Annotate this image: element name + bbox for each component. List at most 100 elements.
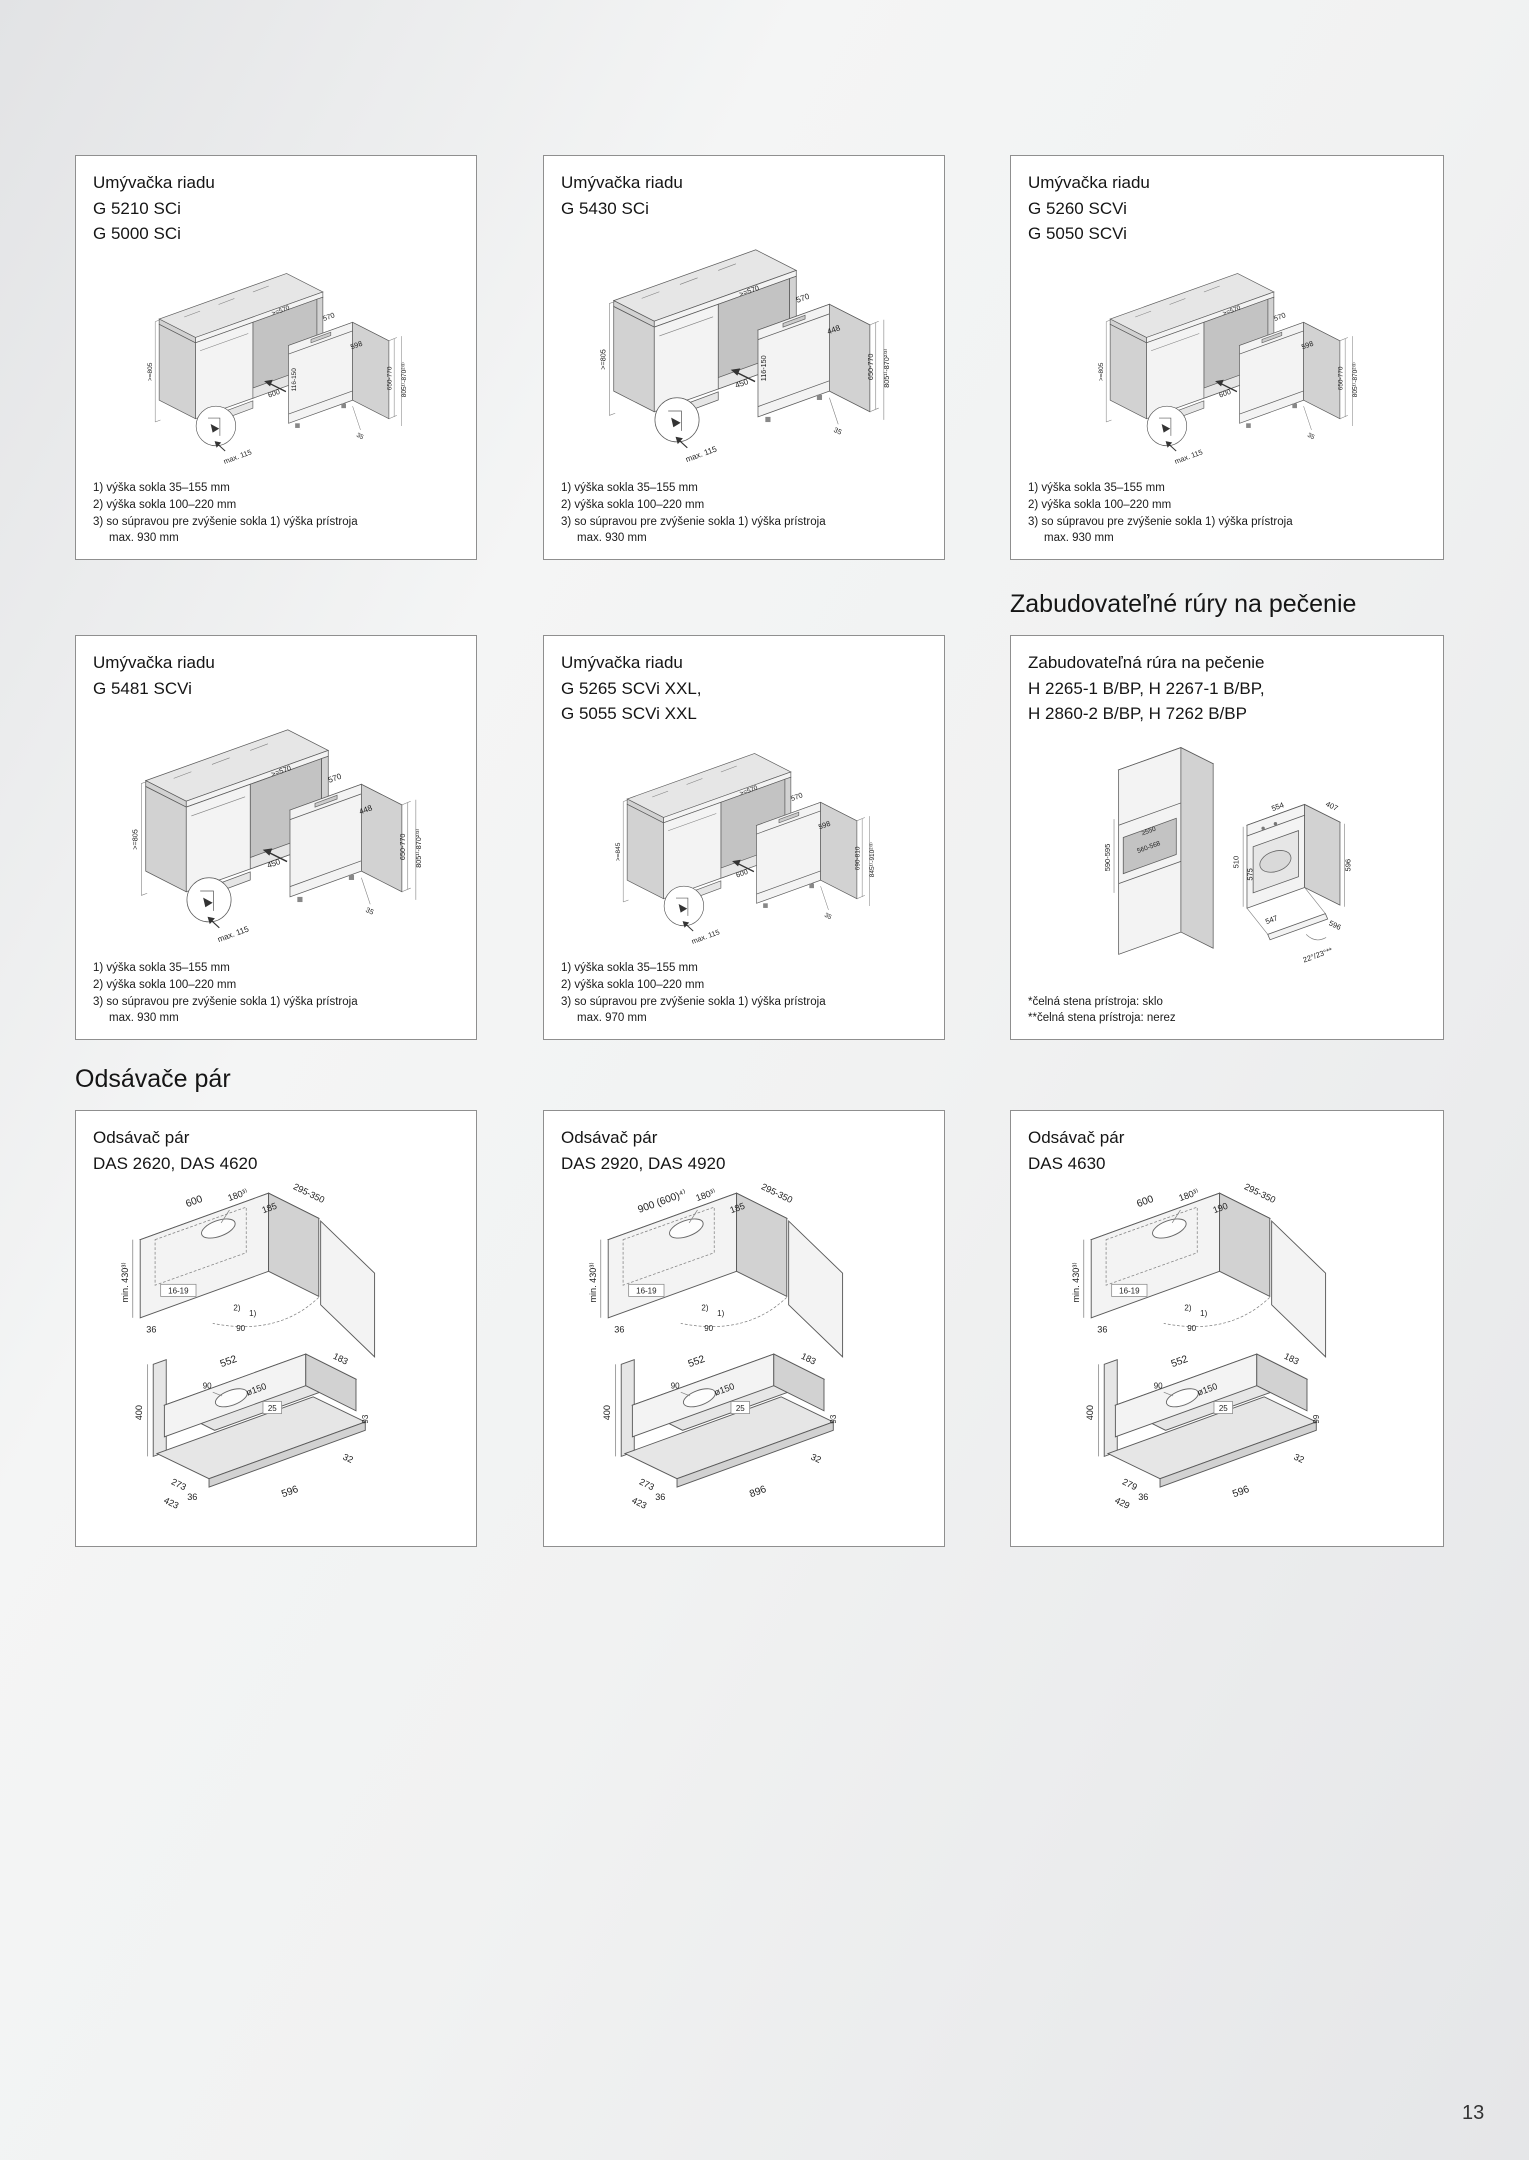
footnotes: 1) výška sokla 35–155 mm 2) výška sokla … <box>93 480 459 547</box>
oven-unit-drawing <box>1242 803 1345 940</box>
socle-detail-circle <box>654 397 700 449</box>
oven-diagram: 590-595 ≥550 560-568 554 407 510 575 596… <box>1028 727 1426 994</box>
model-name: G 5210 SCi <box>93 198 181 218</box>
dim-door-swing: 90 <box>704 1324 713 1333</box>
dim-front-width: 448 <box>358 803 374 816</box>
page-number: 13 <box>1462 2102 1485 2124</box>
dim-duct-offset1: 90 <box>1154 1381 1163 1390</box>
dim-lip: 32 <box>1292 1452 1305 1465</box>
dishwasher-unit-drawing <box>1215 321 1341 428</box>
footnote: 1) výška sokla 35–155 mm <box>561 482 698 495</box>
dim-duct-offset1: 90 <box>671 1381 680 1390</box>
footnote: 3) so súpravou pre zvýšenie sokla 1) výš… <box>93 515 358 528</box>
model-name: G 5260 SCVi <box>1028 198 1127 218</box>
model-name: DAS 2920, DAS 4920 <box>561 1153 726 1173</box>
footnotes: *čelná stena prístroja: sklo **čelná ste… <box>1028 994 1426 1027</box>
model-name: DAS 2620, DAS 4620 <box>93 1153 258 1173</box>
dishwasher-install-drawing: >=805 >=570 450 570 448 650-770 805¹⁾-87… <box>131 729 423 944</box>
dim-right-height: 596 <box>1344 858 1353 871</box>
dim-foot: 35 <box>1306 431 1316 441</box>
socle-detail-circle <box>186 877 232 929</box>
panel-hood-das2920: Odsávač pár DAS 2920, DAS 4920 <box>543 1110 945 1547</box>
dim-niche-height: >=805 <box>1098 362 1105 381</box>
model-name: G 5265 SCVi XXL, <box>561 678 702 698</box>
product-category: Zabudovateľná rúra na pečenie <box>1028 653 1265 672</box>
panel-hood-das2620: Odsávač pár DAS 2620, DAS 4620 <box>75 1110 477 1547</box>
product-category: Umývačka riadu <box>93 173 215 192</box>
section-heading-hoods: Odsávače pár <box>75 1065 231 1093</box>
product-category: Odsávač pár <box>561 1128 658 1147</box>
dim-socle-max: max. 115 <box>690 927 721 945</box>
counter-drawing <box>144 729 330 902</box>
dim-door-swing: 90 <box>1187 1324 1196 1333</box>
footnote: 1) výška sokla 35–155 mm <box>561 962 698 975</box>
dim-left2: 575 <box>1245 868 1254 881</box>
panel-title: Odsávač pár DAS 2920, DAS 4920 <box>561 1125 927 1176</box>
dim-socle-max: max. 115 <box>684 444 718 464</box>
dim-duct-offset2: 25 <box>268 1404 277 1413</box>
dim-oven-top-depth: 407 <box>1324 799 1339 813</box>
dim-side: 93 <box>829 1414 838 1423</box>
dim-duct-cutout: 180³⁾ <box>694 1187 717 1203</box>
hood-install-drawing: 600 180³⁾ 190 295-350 min. 430³⁾ 16-19 2… <box>1071 1181 1327 1511</box>
dim-depth1: 279 <box>1121 1477 1139 1493</box>
footnotes: 1) výška sokla 35–155 mm 2) výška sokla … <box>93 960 459 1027</box>
panel-title: Odsávač pár DAS 4630 <box>1028 1125 1426 1176</box>
dim-height-range: 650-770 <box>398 834 407 860</box>
dim-foot: 35 <box>832 425 843 437</box>
dim-body-depth: 183 <box>800 1351 818 1367</box>
footnote: *čelná stena prístroja: sklo <box>1028 995 1163 1008</box>
dim-depth2: 423 <box>162 1495 180 1511</box>
dim-bottom-gap: 36 <box>614 1325 624 1335</box>
dim-cabinet-depth: 295-350 <box>1243 1181 1277 1205</box>
dim-height-range: 690-810 <box>855 846 862 870</box>
model-name: G 5000 SCi <box>93 224 181 243</box>
oven-column-drawing <box>1113 746 1215 955</box>
footnotes: 1) výška sokla 35–155 mm 2) výška sokla … <box>561 960 927 1027</box>
footnote: max. 930 mm <box>577 532 647 545</box>
product-category: Umývačka riadu <box>1028 173 1150 192</box>
dim-front-width: 598 <box>817 818 831 831</box>
dimension-lines <box>1105 318 1353 430</box>
ref-1: 1) <box>717 1309 724 1318</box>
ref-2: 2) <box>1184 1303 1191 1312</box>
dim-niche-width: 450 <box>266 857 282 870</box>
dim-total-height: 805¹⁾-870²⁾³⁾ <box>882 349 891 388</box>
dim-side: 93 <box>361 1414 370 1423</box>
panel-hood-das4630: Odsávač pár DAS 4630 <box>1010 1110 1444 1547</box>
panel-oven-h2265: Zabudovateľná rúra na pečenie H 2265-1 B… <box>1010 635 1444 1040</box>
socle-detail-circle <box>1146 405 1188 451</box>
dim-niche-height: >=805 <box>599 349 608 369</box>
panel-title: Umývačka riadu G 5210 SCi G 5000 SCi <box>93 170 459 247</box>
product-category: Odsávač pár <box>1028 1128 1125 1147</box>
footnote: 2) výška sokla 100–220 mm <box>561 978 705 991</box>
dim-body-depth: 183 <box>1283 1351 1301 1367</box>
dim-total-height: 805¹⁾-870²⁾³⁾ <box>401 361 408 396</box>
oven-install-drawing: 590-595 ≥550 560-568 554 407 510 575 596… <box>1103 746 1353 964</box>
hood-cabinet-drawing <box>600 1192 844 1358</box>
dim-foot: 35 <box>355 431 365 441</box>
ref-2: 2) <box>233 1303 240 1312</box>
dimension-lines <box>609 301 885 425</box>
panel-dishwasher-g5430: Umývačka riadu G 5430 SCi <box>543 155 945 560</box>
dim-cutout-offset: 190 <box>1212 1201 1230 1216</box>
dim-duct-cutout: 180³⁾ <box>226 1187 249 1203</box>
dishwasher-unit-drawing <box>262 783 403 903</box>
footnote: max. 930 mm <box>1044 532 1114 545</box>
dim-niche-width: 600 <box>735 866 749 879</box>
dim-depth2: 429 <box>1113 1495 1131 1511</box>
footnote: 2) výška sokla 100–220 mm <box>93 978 237 991</box>
panel-title: Umývačka riadu G 5430 SCi <box>561 170 927 221</box>
dim-front-gap: 36 <box>655 1492 665 1502</box>
dim-bottom-depth: 596 <box>1327 918 1342 932</box>
hood-install-drawing: 900 (600)⁴⁾ 180³⁾ 185 295-350 min. 430³⁾… <box>588 1181 844 1511</box>
dim-niche-width: 450 <box>734 377 750 390</box>
panel-title: Umývačka riadu G 5265 SCVi XXL, G 5055 S… <box>561 650 927 727</box>
dim-min-height: min. 430³⁾ <box>1071 1262 1081 1302</box>
footnote: 2) výška sokla 100–220 mm <box>561 498 705 511</box>
dishwasher-diagram: >=845 >=570 600 570 598 690-810 845¹⁾-91… <box>561 727 927 961</box>
dim-panel-thickness: 16-19 <box>168 1287 189 1296</box>
dimension-labels: 590-595 ≥550 560-568 554 407 510 575 596… <box>1103 799 1353 964</box>
dim-front-width: 598 <box>1300 338 1314 351</box>
footnotes: 1) výška sokla 35–155 mm 2) výška sokla … <box>1028 480 1426 547</box>
